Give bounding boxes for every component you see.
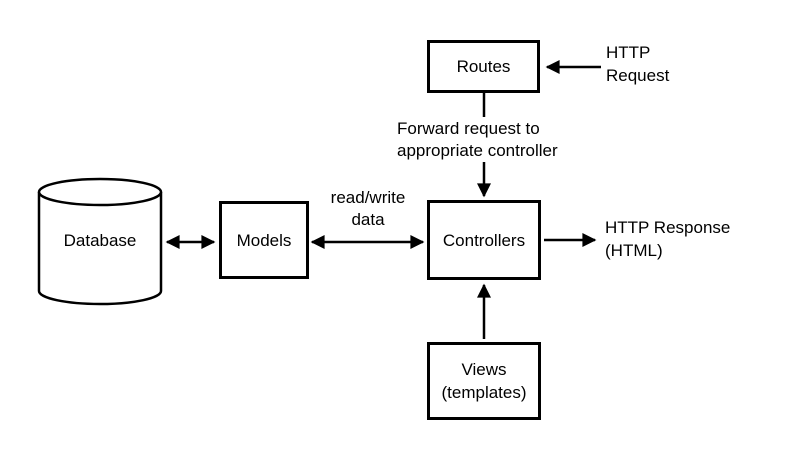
annotation-http-response: HTTP Response (HTML)	[605, 218, 731, 260]
node-controllers: Controllers	[427, 200, 541, 280]
node-views: Views (templates)	[427, 342, 541, 420]
node-models: Models	[219, 201, 309, 279]
node-routes: Routes	[427, 40, 540, 93]
annotation-read-write-data: read/write data	[330, 188, 406, 229]
node-database-label: Database	[63, 231, 137, 250]
annotation-forward-request: Forward request to appropriate controlle…	[397, 119, 558, 160]
annotation-http-request: HTTP Request	[606, 43, 670, 85]
